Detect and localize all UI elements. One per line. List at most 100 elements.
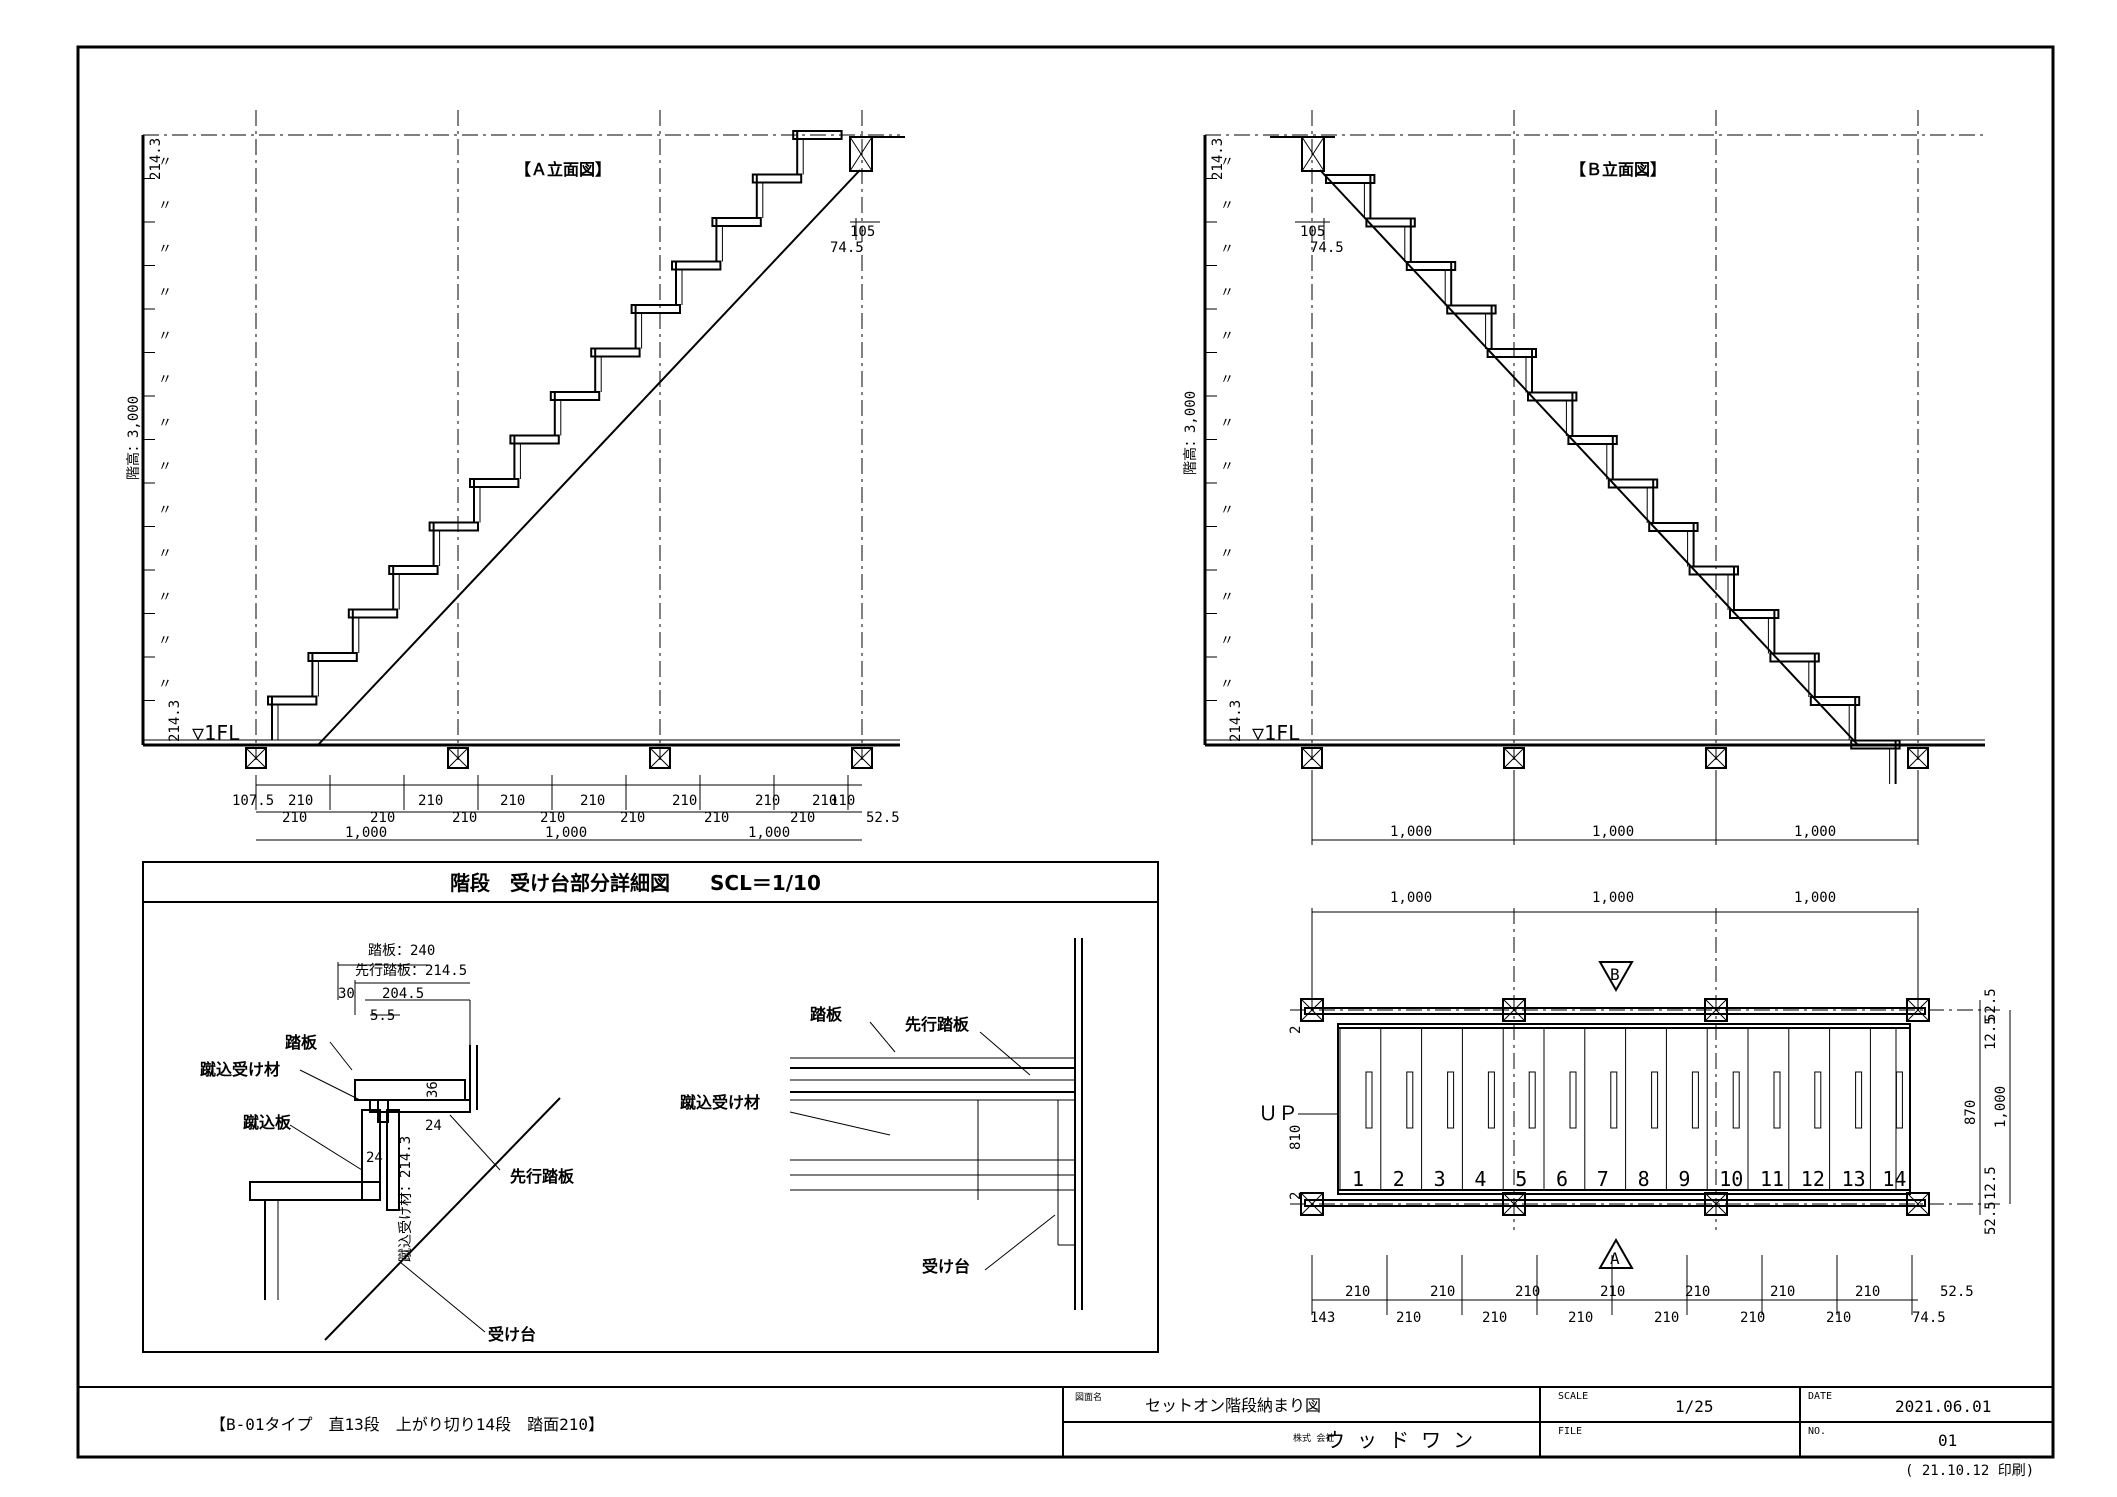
dim-a-row1: 210: [580, 793, 605, 809]
scale-label: SCALE: [1558, 1391, 1588, 1402]
tread-a: [469, 478, 520, 488]
dim-a-row1: 210: [418, 793, 443, 809]
plan-bottom-row2: 210: [1826, 1310, 1851, 1326]
plan-right-dim: 870: [1963, 1100, 1979, 1125]
drawing-border: [76, 45, 2055, 1459]
plan-post: [1300, 1192, 1324, 1216]
post-x: [447, 747, 469, 769]
dim-a-row1: 210: [672, 793, 697, 809]
ditto-mark: 〃: [1220, 372, 1234, 388]
step-slot: [1895, 1071, 1903, 1129]
tread-b: [1688, 565, 1739, 576]
label-support-base-right: 受け台: [922, 1257, 970, 1276]
post-marker-b: [1705, 747, 1727, 769]
floor-label-a: ▽1FL: [192, 721, 240, 745]
plan-bottom-row1: 210: [1685, 1284, 1710, 1300]
ditto-mark: 〃: [1220, 503, 1234, 519]
riser-top-a: 214.3: [148, 138, 164, 180]
post-x: [245, 747, 267, 769]
elevation-a-title: 【Ａ立面図】: [515, 160, 611, 179]
post-marker-a: [245, 747, 267, 769]
step-slot: [1691, 1071, 1699, 1129]
step-number: 5: [1515, 1167, 1527, 1191]
ditto-mark: 〃: [158, 590, 172, 606]
ditto-mark: 〃: [158, 285, 172, 301]
step-number: 13: [1842, 1167, 1866, 1191]
dim-204: 204.5: [382, 986, 424, 1002]
post-marker-b: [1503, 747, 1525, 769]
plan-bottom-row2: 210: [1568, 1310, 1593, 1326]
riser-support-dim: 蹴込受け材：214.3: [398, 1136, 414, 1262]
plan-post: [1704, 1192, 1728, 1216]
tread-a: [428, 521, 480, 532]
company-prefix: 株式 会社: [1293, 1432, 1334, 1444]
dim-a-row2: 210: [620, 810, 645, 826]
plan-bottom-row2: 210: [1740, 1310, 1765, 1326]
step-number: 2: [1393, 1167, 1405, 1191]
ditto-mark: 〃: [158, 329, 172, 345]
stair-profile-a: [267, 130, 843, 740]
step-number: 14: [1882, 1167, 1906, 1191]
scale-value: 1/25: [1675, 1397, 1714, 1416]
riser-bottom-b: 214.3: [1228, 700, 1244, 742]
dim-30: 30: [338, 986, 355, 1002]
step-number: 6: [1556, 1167, 1568, 1191]
step-slot: [1365, 1071, 1373, 1129]
tread-a: [751, 173, 803, 184]
tread-dim: 踏板：240: [368, 943, 435, 959]
height-label-b: 階高：3,000: [1182, 391, 1199, 475]
dim-a-row2: 210: [540, 810, 565, 826]
top-dim-105-a: 105: [850, 224, 875, 240]
type-label: 【B-01タイプ 直13段 上がり切り14段 踏面210】: [210, 1415, 604, 1434]
dim-810: 810: [1288, 1125, 1304, 1150]
dim-b: 1,000: [1592, 824, 1634, 840]
label-riser-board-left: 蹴込板: [243, 1113, 292, 1132]
tread-b: [1405, 261, 1457, 271]
leading-tread-dim: 先行踏板：214.5: [355, 963, 467, 979]
label-riser-support-right: 蹴込受け材: [680, 1093, 760, 1112]
company-name: ウ ッ ド ワ ン: [1325, 1428, 1473, 1452]
plan-bottom-row1: 210: [1600, 1284, 1625, 1300]
dim-a-row1: 110: [830, 793, 855, 809]
tread-b: [1325, 174, 1376, 184]
post-x: [1907, 747, 1929, 769]
post-x: [1906, 1192, 1930, 1216]
tread-a: [509, 434, 560, 445]
detail-panel: 階段 受け台部分詳細図 SCL＝1/10 踏板：240 先行踏板：214.5 3…: [142, 861, 1159, 1353]
ditto-mark: 〃: [158, 242, 172, 258]
plan-posts: [1300, 998, 1930, 1216]
plan-post: [1906, 998, 1930, 1022]
tread-a: [630, 304, 681, 314]
dim-a-row1: 210: [812, 793, 837, 809]
tread-a: [590, 347, 641, 358]
stair-profile-b: [1325, 174, 1901, 784]
step-number: 12: [1801, 1167, 1825, 1191]
ditto-mark: 〃: [1220, 242, 1234, 258]
tread-a: [711, 217, 762, 227]
step-slot: [1406, 1071, 1414, 1129]
height-label-a: 階高：3,000: [125, 396, 142, 480]
plan-bottom-row1: 210: [1855, 1284, 1880, 1300]
post-x: [1502, 1192, 1526, 1216]
no-value: 01: [1938, 1431, 1957, 1450]
title-block: 【B-01タイプ 直13段 上がり切り14段 踏面210】 図面名 セットオン階…: [78, 1386, 2053, 1457]
plan-bottom-row2: 74.5: [1912, 1310, 1946, 1326]
mark-b: B: [1610, 965, 1620, 984]
step-number: 7: [1597, 1167, 1609, 1191]
dim-2-bottom: 2: [1288, 1192, 1304, 1200]
dim-a-row2: 52.5: [866, 810, 900, 826]
step-slot: [1610, 1071, 1618, 1129]
dim-b: 1,000: [1390, 824, 1432, 840]
label-riser-support-left: 蹴込受け材: [200, 1060, 280, 1079]
tread-a: [307, 652, 358, 662]
plan-post: [1906, 1192, 1930, 1216]
dim-a-row1: 107.5: [232, 793, 274, 809]
ditto-mark: 〃: [158, 503, 172, 519]
step-number: 9: [1678, 1167, 1690, 1191]
top-dim-745-b: 74.5: [1310, 240, 1344, 256]
